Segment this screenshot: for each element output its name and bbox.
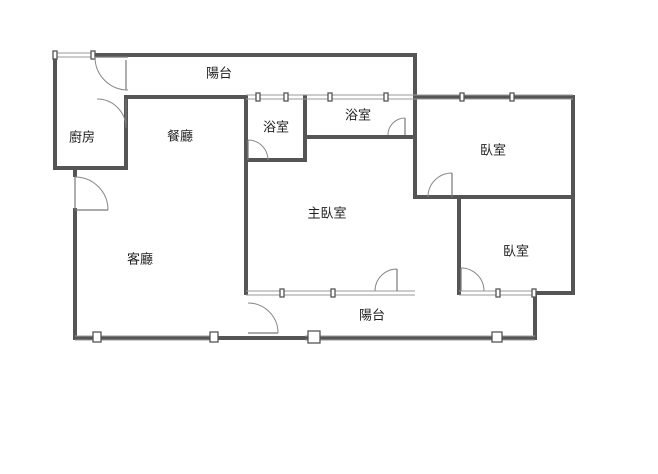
window-jambs	[52, 50, 537, 344]
label-bedroom-2: 臥室	[503, 244, 529, 260]
label-master-bedroom: 主臥室	[307, 206, 346, 222]
label-living-room: 客廳	[127, 252, 153, 268]
label-kitchen: 廚房	[69, 130, 95, 146]
walls	[53, 53, 575, 340]
label-balcony-top: 陽台	[206, 67, 232, 82]
label-bathroom-2: 浴室	[345, 108, 371, 124]
label-balcony-bottom: 陽台	[359, 309, 385, 324]
label-bathroom-1: 浴室	[263, 120, 289, 136]
label-bedroom-1: 臥室	[480, 143, 506, 159]
doors	[74, 56, 485, 334]
label-dining: 餐廳	[167, 129, 193, 145]
room-labels: 陽台 廚房 餐廳 浴室 浴室 臥室 主臥室 客廳 臥室 陽台	[69, 67, 529, 324]
